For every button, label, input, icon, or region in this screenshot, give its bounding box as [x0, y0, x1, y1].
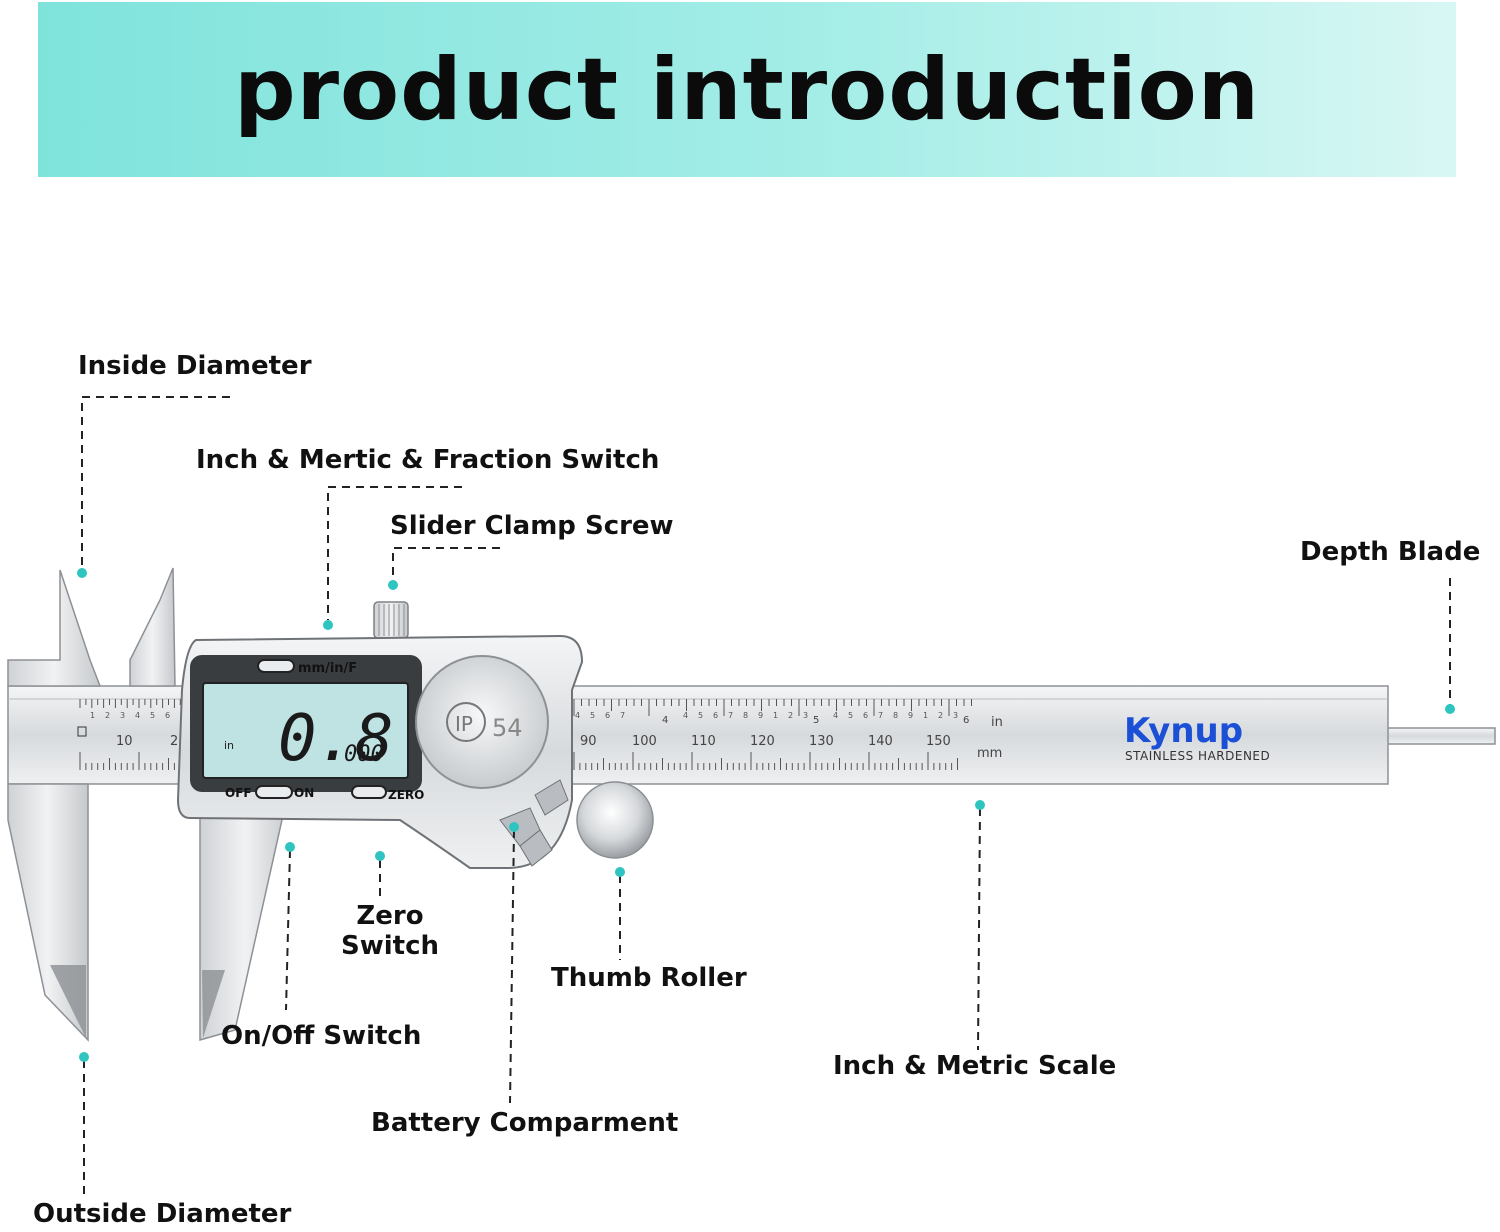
lcd-unit: in [224, 739, 234, 752]
inch-minor-digit: 9 [908, 711, 913, 720]
inch-minor-digit: 6 [165, 711, 170, 720]
inch-minor-digit: 5 [698, 711, 703, 720]
scale-number: 2 [170, 734, 178, 749]
inch-minor-digit: 6 [605, 711, 610, 720]
inch-minor-digit: 6 [713, 711, 718, 720]
inch-minor-digit: 5 [590, 711, 595, 720]
lcd-reading-small: 000 [344, 742, 384, 767]
sliding-inside-jaw [129, 567, 176, 687]
lcd-reading: 0.8 [278, 702, 394, 776]
callout-dots [77, 568, 1455, 1062]
mode-button-label: mm/in/F [298, 661, 357, 676]
label-inside-diameter: Inside Diameter [78, 351, 312, 381]
inch-minor-digit: 3 [803, 711, 808, 720]
inch-minor-digit: 3 [953, 711, 958, 720]
inch-minor-digit: 8 [893, 711, 898, 720]
brand-logo: Kynup [1124, 711, 1243, 751]
inch-minor-digit: 5 [150, 711, 155, 720]
depth-blade [1384, 727, 1496, 745]
off-label: OFF [225, 786, 252, 800]
scale-number: 120 [750, 734, 775, 749]
inch-minor-digit: 4 [833, 711, 838, 720]
label-inch-metric-scale: Inch & Metric Scale [833, 1051, 1117, 1081]
lcd-screen [202, 682, 409, 779]
label-zero-switch: Zero Switch [330, 901, 450, 962]
inch-minor-digit: 2 [105, 711, 110, 720]
label-outside-diameter: Outside Diameter [33, 1199, 292, 1229]
scale-number: 100 [632, 734, 657, 749]
inch-major: 5 [813, 715, 819, 726]
inch-minor-digit: 1 [923, 711, 928, 720]
inch-minor-digit: 9 [758, 711, 763, 720]
inch-major: 6 [963, 715, 969, 726]
ip-hub [415, 655, 549, 789]
label-slider-clamp: Slider Clamp Screw [390, 511, 674, 541]
scale-number: 130 [809, 734, 834, 749]
header-banner: product introduction [38, 2, 1456, 177]
inch-minor-digit: 7 [620, 711, 625, 720]
label-battery: Battery Comparment [371, 1108, 679, 1138]
inch-minor-digit: 8 [743, 711, 748, 720]
ip-rating-b: 54 [492, 714, 523, 742]
inch-minor-digit: 2 [938, 711, 943, 720]
label-zero-switch-line2: Switch [340, 930, 439, 961]
on-label: ON [294, 786, 314, 800]
inch-minor-digit: 1 [773, 711, 778, 720]
scale-number: 110 [691, 734, 716, 749]
label-depth-blade: Depth Blade [1300, 537, 1481, 567]
scale-number: 90 [580, 734, 597, 749]
scale-number: 150 [926, 734, 951, 749]
zero-button [351, 785, 387, 799]
ip-rating-a: IP [455, 712, 473, 736]
inch-minor-digit: 1 [90, 711, 95, 720]
label-unit-switch: Inch & Mertic & Fraction Switch [196, 445, 660, 475]
brand-tagline: STAINLESS HARDENED [1125, 749, 1270, 763]
label-zero-switch-line1: Zero [356, 901, 424, 931]
inch-minor-digit: 7 [728, 711, 733, 720]
inch-minor-digit: 4 [135, 711, 140, 720]
scale-number: 140 [868, 734, 893, 749]
thumb-roller [576, 781, 654, 859]
label-thumb-roller: Thumb Roller [551, 963, 747, 993]
mode-button [257, 659, 295, 673]
inch-minor-digit: 4 [683, 711, 688, 720]
label-on-off-switch: On/Off Switch [221, 1021, 422, 1051]
inch-minor-digit: 3 [120, 711, 125, 720]
inch-minor-digit: 2 [788, 711, 793, 720]
scale-number: 10 [116, 734, 133, 749]
inch-minor-digit: 7 [878, 711, 883, 720]
inch-major: 4 [662, 715, 668, 726]
fixed-inside-jaw [7, 569, 102, 687]
inch-minor-digit: 6 [863, 711, 868, 720]
zero-label: ZERO [388, 788, 424, 802]
scale-unit-mm: mm [977, 746, 1002, 761]
scale-unit-in: in [991, 715, 1003, 730]
inch-minor-digit: 5 [848, 711, 853, 720]
inch-minor-digit: 4 [575, 711, 580, 720]
on-off-button [255, 785, 293, 799]
banner-title: product introduction [234, 39, 1260, 140]
